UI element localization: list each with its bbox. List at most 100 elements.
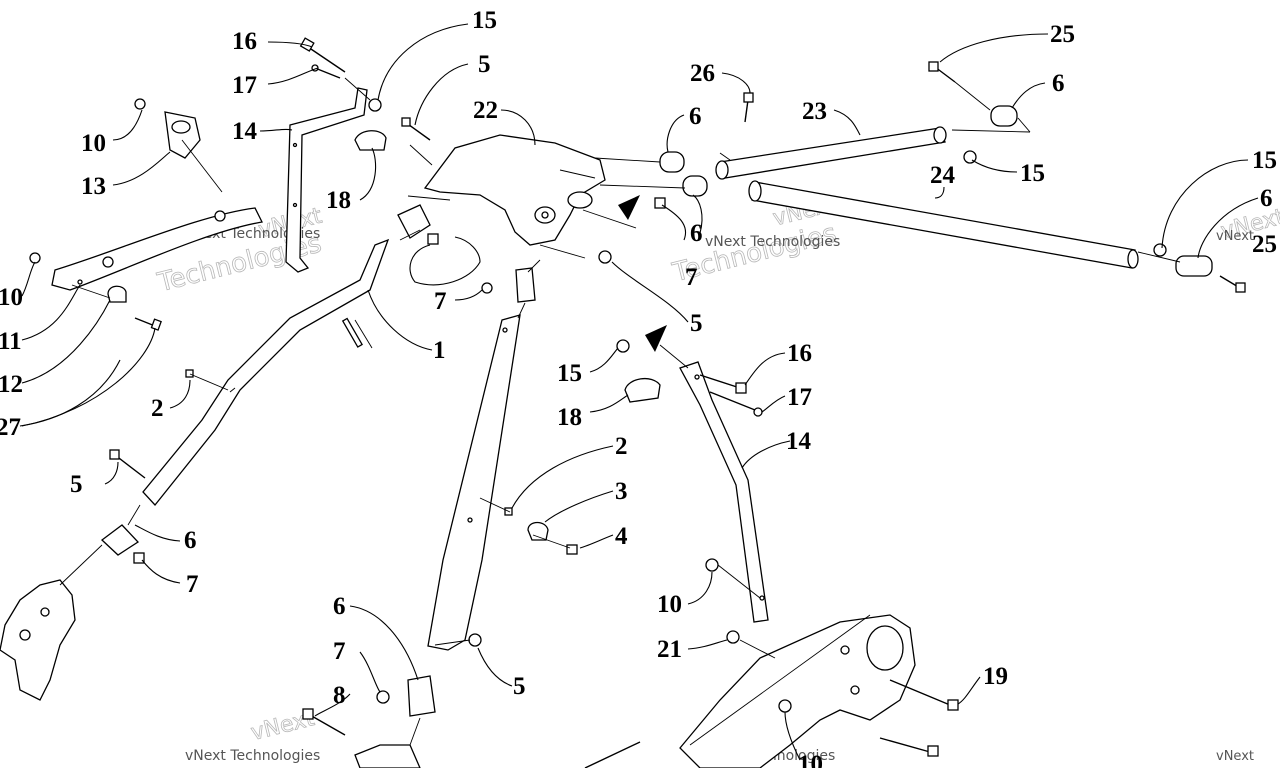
direction-arrow-lower <box>645 325 667 352</box>
part-6-cap-top-right <box>990 105 1018 127</box>
part-6-cap-lower <box>682 175 708 197</box>
direction-arrow-upper <box>618 195 640 220</box>
part-5-bolt-left <box>109 449 146 479</box>
callout-7-right: 7 <box>685 264 698 291</box>
callout-5-top: 5 <box>478 51 491 78</box>
callout-12: 12 <box>0 371 23 398</box>
callout-5-bottom: 5 <box>513 673 526 700</box>
callout-23: 23 <box>802 98 827 125</box>
watermark-4-inline: vNext Technologies <box>185 748 320 764</box>
callout-26: 26 <box>690 60 715 87</box>
callout-labels: 16 15 17 5 14 22 26 23 25 6 10 13 18 15 … <box>0 7 1277 768</box>
leader-lines <box>19 23 1259 761</box>
part-22-steering-bracket <box>423 134 606 246</box>
callout-17-right: 17 <box>787 384 812 411</box>
callout-7-bottom: 7 <box>333 638 346 665</box>
part-26-bolt <box>743 92 754 123</box>
callout-15-center: 15 <box>557 360 582 387</box>
part-6-cap-upper <box>659 151 685 173</box>
callout-3: 3 <box>615 478 628 505</box>
callout-17-top: 17 <box>232 72 257 99</box>
callout-5-center-right: 5 <box>690 310 703 337</box>
frame-fragment-bottom-center <box>354 744 421 768</box>
part-16-bolt-right <box>699 374 747 394</box>
callout-14-top: 14 <box>232 118 258 145</box>
callout-6-top-right: 6 <box>1052 70 1065 97</box>
callout-2-center: 2 <box>615 433 628 460</box>
part-5-nut-bottom <box>468 633 482 647</box>
part-10-nut-bottom-right <box>778 699 792 713</box>
callout-7-lower-left: 7 <box>186 571 199 598</box>
callout-10-left: 10 <box>0 284 23 311</box>
callout-2-left: 2 <box>151 395 164 422</box>
callout-16-top: 16 <box>232 28 257 55</box>
callout-16-right: 16 <box>787 340 812 367</box>
part-11-support-plate <box>51 207 263 291</box>
part-1-left-tube <box>142 238 390 506</box>
part-6-clamp-lower-left <box>100 524 140 556</box>
watermark-group: vNext Technologies vNext Technologies vN… <box>154 191 1280 764</box>
part-17-bolt-right <box>709 391 763 417</box>
part-6-clamp-left-top <box>397 204 431 239</box>
callout-10-bottom: 10 <box>798 751 823 768</box>
part-19-bolt-right <box>889 679 959 711</box>
callout-13: 13 <box>81 173 106 200</box>
assembly-lines <box>59 77 1181 746</box>
part-7-nut-bottom <box>376 690 390 704</box>
part-18-clamp-top <box>354 130 387 151</box>
part-25-bolt-far-right <box>1219 275 1246 293</box>
callout-19: 19 <box>983 663 1008 690</box>
part-bolt-bottom-right-edge <box>879 737 939 757</box>
callout-22: 22 <box>473 97 498 124</box>
part-4-bolt-center <box>566 544 578 555</box>
part-6-clamp-bottom <box>407 675 436 717</box>
part-5-nut-center-right <box>598 250 612 264</box>
part-7-nut-upper-right <box>654 197 666 209</box>
part-15-nut-far-right <box>1153 243 1167 257</box>
part-10-nut-left <box>29 252 41 264</box>
callout-11: 11 <box>0 328 22 355</box>
part-7-nut-center <box>481 282 493 294</box>
part-10-nut-top <box>134 98 146 110</box>
watermark-3-inline: vNext <box>1216 229 1254 244</box>
watermark-6-inline: vNext <box>1216 749 1254 764</box>
callout-15-right: 15 <box>1020 160 1045 187</box>
part-24-lower-tube <box>748 180 1139 269</box>
frame-edge-bottom <box>584 741 641 768</box>
callout-18-top: 18 <box>326 187 351 214</box>
callout-10-top-left: 10 <box>81 130 106 157</box>
part-18-clamp-right <box>624 377 661 403</box>
part-14-right-strut <box>679 361 769 623</box>
callout-6-bottom: 6 <box>333 593 346 620</box>
watermark-2-inline: vNext Technologies <box>705 234 840 250</box>
part-13-bracket <box>164 111 201 159</box>
callout-6-upper: 6 <box>689 103 702 130</box>
part-25-bolt-top-right <box>928 61 956 83</box>
part-5-bolt-top <box>401 117 431 141</box>
part-16-bolt-top <box>299 37 346 73</box>
callout-5-left: 5 <box>70 471 83 498</box>
callout-1: 1 <box>433 337 446 364</box>
callout-10-right: 10 <box>657 591 682 618</box>
part-7-nut-lower-left <box>133 552 145 564</box>
part-14-upper-left-strut <box>285 87 368 273</box>
callout-25-top: 25 <box>1050 21 1075 48</box>
part-15-nut-top <box>368 98 382 112</box>
part-center-vertical-tube <box>427 314 521 651</box>
callout-8: 8 <box>333 682 346 709</box>
frame-fragment-lower-left <box>0 579 76 701</box>
part-15-nut-right <box>616 339 630 353</box>
part-21-nut-right <box>726 630 740 644</box>
part-2-bolt-left <box>185 369 194 378</box>
callout-14-right: 14 <box>786 428 812 455</box>
callout-6-lower-left: 6 <box>184 527 197 554</box>
callout-24: 24 <box>930 162 956 189</box>
part-8-bolt-bottom <box>302 708 346 736</box>
part-27-bolt <box>134 317 162 331</box>
part-6-clamp-center <box>515 267 536 303</box>
part-17-bolt-top <box>311 64 341 79</box>
callout-21: 21 <box>657 636 682 663</box>
callout-6-lower: 6 <box>690 220 703 247</box>
callout-15-top: 15 <box>472 7 497 34</box>
